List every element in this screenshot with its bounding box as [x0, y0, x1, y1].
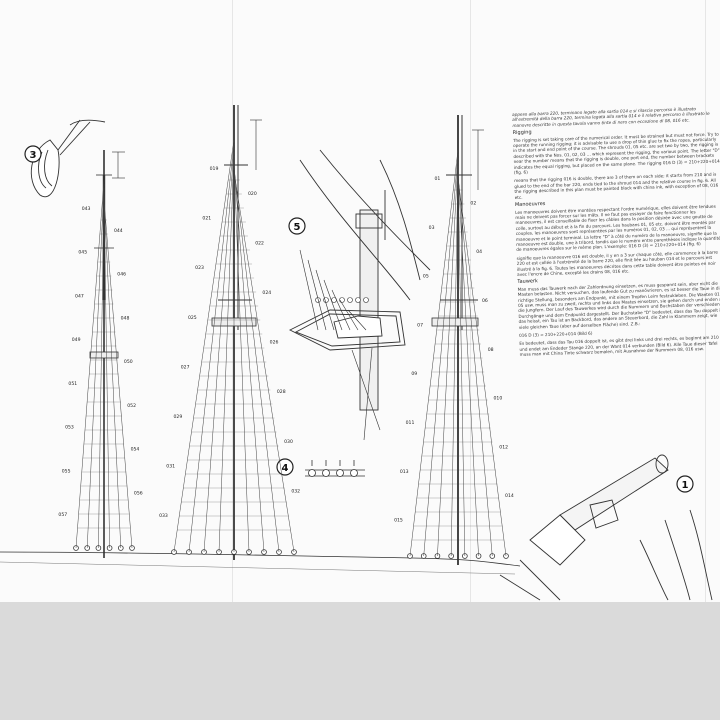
german-text-2: Es bedeutet, dass das Tau 016 doppelt is… — [519, 335, 719, 358]
block-detail-figure-3 — [30, 119, 106, 198]
french-text: Les manoeuvres doivent être montées resp… — [515, 203, 720, 253]
rigging-plan-drawing: 3 5 4 1 043 044 045 046 047 048 049 050 051 052 05… — [0, 105, 713, 601]
rigging-label: 04 — [476, 249, 482, 255]
mast-middle — [211, 105, 262, 560]
rigging-text-2: means that the rigging 016 is double, th… — [514, 172, 719, 200]
shroud-line — [75, 179, 105, 549]
shroud-line — [233, 163, 265, 553]
figure-1-marker — [676, 475, 694, 493]
rigging-label: 028 — [277, 389, 286, 395]
deadeyes — [73, 545, 509, 559]
shroud-line — [103, 195, 122, 549]
detail-shroud — [339, 299, 359, 331]
rigging-label: 022 — [255, 240, 264, 246]
shroud-line — [450, 161, 459, 557]
rigging-label: 012 — [499, 444, 508, 450]
rigging-label: 023 — [195, 265, 204, 271]
rigging-label: 030 — [284, 439, 293, 445]
shroud-line — [457, 169, 479, 557]
shroud-line — [437, 157, 459, 557]
rigging-text: The rigging is set taking care of the nu… — [512, 131, 720, 176]
rigging-label: 024 — [262, 290, 271, 296]
rigging-label: 02 — [470, 200, 476, 206]
rigging-label: 054 — [131, 447, 140, 453]
shroud-line — [457, 177, 507, 557]
rigging-label: 053 — [65, 425, 74, 431]
rigging-label: 055 — [62, 468, 71, 474]
figure-1-number: 1 — [682, 480, 689, 491]
rigging-label: 050 — [124, 359, 133, 365]
rigging-label: 033 — [159, 513, 168, 519]
rigging-label: 026 — [270, 340, 279, 346]
fold-line — [232, 0, 233, 602]
rigging-label: 014 — [505, 493, 514, 499]
rigging-label: 044 — [114, 228, 123, 234]
detail-shroud — [331, 289, 351, 331]
figure-3-marker — [24, 145, 42, 163]
deadeye-detail-figure-4 — [305, 460, 365, 477]
detail-shroud — [323, 279, 343, 331]
shroud-line — [86, 183, 105, 549]
rigging-label: 056 — [134, 490, 143, 496]
rigging-label: 048 — [121, 315, 130, 321]
detail-shroud — [315, 269, 335, 331]
rigging-label: 049 — [72, 337, 81, 343]
shroud-line — [203, 147, 235, 553]
rigging-label: 031 — [166, 464, 175, 470]
rigging-label: 043 — [82, 206, 91, 212]
shroud-line — [409, 149, 459, 557]
shroud-line — [173, 139, 235, 553]
rigging-label: 03 — [429, 225, 435, 231]
rigging-label: 045 — [78, 250, 87, 256]
rigging-label: 011 — [406, 420, 415, 426]
rigging-label: 07 — [417, 322, 423, 328]
mast-right — [431, 115, 484, 565]
rigging-label: 032 — [291, 488, 300, 494]
shroud-line — [457, 173, 493, 557]
rigging-label: 052 — [127, 403, 136, 409]
shroud-line — [218, 151, 235, 553]
rigging-label: 027 — [181, 364, 190, 370]
rigging-label: 047 — [75, 293, 84, 299]
figure-3-number: 3 — [30, 150, 37, 161]
shroud-line — [233, 159, 250, 553]
detail-deadeye — [347, 297, 353, 303]
rigging-label: 013 — [400, 469, 409, 475]
shroud-line — [457, 165, 466, 557]
rigging-label: 057 — [58, 512, 67, 518]
shroud-line — [103, 191, 110, 549]
rigging-label: 05 — [423, 274, 429, 280]
figure-5-marker — [288, 217, 306, 235]
mast-left — [89, 150, 125, 558]
rigging-label: 019 — [210, 166, 219, 172]
block-detail-figure-1 — [499, 454, 713, 601]
rigging-label: 046 — [117, 272, 126, 278]
shroud-line — [423, 153, 459, 557]
detail-deadeye — [355, 297, 361, 303]
rigging-label: 020 — [248, 191, 257, 197]
detail-shroud — [347, 309, 367, 331]
instruction-text-column: appeso alla barra 220, terminano legato … — [512, 105, 720, 441]
rigging-label: 025 — [188, 315, 197, 321]
rigging-label: 029 — [174, 414, 183, 420]
detail-shroud — [307, 259, 327, 331]
shroud-line — [233, 167, 280, 553]
detail-deadeye — [363, 297, 369, 303]
top-detail-figure-5 — [288, 149, 431, 441]
rigging-label: 01 — [434, 176, 440, 182]
french-text-2: signifie que la manoeuvre 016 est double… — [516, 249, 718, 277]
rigging-label: 06 — [482, 298, 488, 304]
rigging-label: 021 — [202, 216, 211, 222]
detail-shroud — [299, 249, 319, 331]
rigging-label: 08 — [488, 347, 494, 353]
rigging-label: 015 — [394, 518, 403, 524]
rigging-label: 051 — [68, 381, 77, 387]
rigging-label: 010 — [494, 396, 503, 402]
figure-4-number: 4 — [282, 463, 289, 474]
fold-line — [705, 0, 706, 602]
rigging-label: 09 — [411, 371, 417, 377]
fold-line — [470, 0, 471, 602]
german-text: Man muss das Tauwerk nach der Zahlordnun… — [517, 280, 720, 330]
figure-5-number: 5 — [294, 222, 301, 233]
